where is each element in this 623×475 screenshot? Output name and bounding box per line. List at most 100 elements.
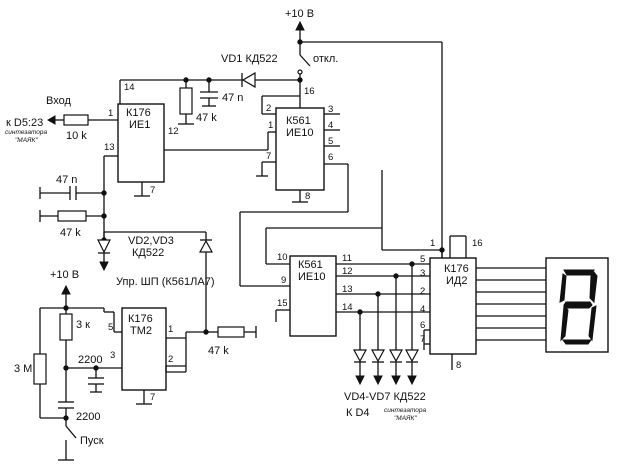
resistor-47k-left: [57, 210, 87, 222]
svg-text:11: 11: [342, 253, 352, 264]
svg-text:10: 10: [277, 252, 288, 263]
diodes-vd2-vd3: VD2,VD3 КД522 Упр. ШП (К561ЛА7): [97, 231, 214, 332]
svg-text:1: 1: [430, 238, 435, 249]
svg-text:7: 7: [420, 334, 425, 345]
svg-text:К D4: К D4: [346, 407, 370, 419]
pin16-ie10a-wire: 16: [299, 80, 315, 108]
svg-text:ИЕ1: ИЕ1: [129, 119, 150, 131]
svg-text:ИЕ10: ИЕ10: [286, 127, 313, 139]
ie1-pin13-network: 47 n 47 k: [39, 155, 118, 240]
svg-text:К176: К176: [444, 263, 469, 275]
svg-text:2200: 2200: [76, 411, 100, 423]
diodes-vd4-vd7: VD4-VD7 КД522 К D4 синтезатора "МАЯК": [344, 261, 427, 422]
svg-text:9: 9: [281, 275, 286, 286]
switch-label: откл.: [313, 53, 338, 65]
svg-text:3: 3: [328, 104, 333, 115]
svg-text:К176: К176: [128, 313, 153, 325]
svg-text:VD2,VD3: VD2,VD3: [128, 235, 174, 247]
svg-text:КД522: КД522: [132, 247, 164, 259]
svg-text:1: 1: [168, 324, 173, 335]
svg-text:12: 12: [168, 126, 179, 137]
resistor-47k-bot: [217, 326, 245, 338]
svg-text:ИЕ10: ИЕ10: [298, 271, 325, 283]
svg-text:Вход: Вход: [46, 95, 71, 107]
ie1-power-filter: 47 k 47 n 14: [119, 77, 243, 125]
resistor-47k-top: [179, 87, 193, 115]
ie10a-to-ie10b: [239, 164, 349, 287]
svg-text:13: 13: [342, 284, 353, 295]
svg-text:VD4-VD7 КД522: VD4-VD7 КД522: [344, 391, 426, 403]
svg-text:47 n: 47 n: [222, 92, 243, 104]
resistor-3m: [33, 353, 47, 385]
svg-text:4: 4: [420, 304, 425, 315]
supply-to-id2: [300, 41, 443, 258]
svg-text:К176: К176: [126, 107, 151, 119]
svg-text:синтезатора: синтезатора: [384, 407, 427, 414]
svg-text:"МАЯК": "МАЯК": [15, 137, 38, 144]
svg-text:47 k: 47 k: [196, 112, 217, 124]
svg-text:К561: К561: [298, 259, 323, 271]
start-switch: 2200 Пуск: [58, 400, 104, 461]
top-supply: +10 В: [285, 8, 314, 45]
svg-text:2: 2: [420, 286, 425, 297]
svg-text:47 n: 47 n: [56, 174, 77, 186]
svg-text:7: 7: [150, 185, 155, 196]
svg-text:К561: К561: [286, 115, 311, 127]
diode-vd1: [241, 71, 256, 89]
svg-text:синтезатора: синтезатора: [5, 129, 48, 136]
svg-text:"МАЯК": "МАЯК": [394, 415, 417, 422]
left-supply: +10 В 3 М 3 к: [14, 269, 122, 419]
resistor-10k: [63, 114, 89, 126]
vd1-label: VD1 КД522: [221, 53, 278, 65]
svg-text:3 М: 3 М: [14, 363, 32, 375]
chip-k176id2: К176 ИД2 1 16 5 3 2 4 6 7 8: [381, 228, 546, 371]
svg-text:6: 6: [420, 320, 425, 331]
svg-text:14: 14: [342, 302, 353, 313]
supply-label-top: +10 В: [285, 8, 314, 20]
svg-text:8: 8: [456, 360, 461, 371]
svg-text:2: 2: [266, 103, 271, 114]
svg-text:Пуск: Пуск: [80, 435, 104, 447]
svg-text:13: 13: [104, 142, 115, 153]
svg-text:12: 12: [342, 266, 353, 277]
node-vd1: VD1 КД522: [186, 53, 303, 89]
svg-text:4: 4: [328, 120, 333, 131]
svg-text:6: 6: [328, 152, 333, 163]
svg-text:3: 3: [420, 268, 425, 279]
svg-text:к D5:23: к D5:23: [6, 117, 43, 129]
chip-k176ie1: К176 ИЕ1 1 13 12 7: [104, 103, 179, 197]
svg-text:16: 16: [304, 86, 315, 97]
svg-text:3 к: 3 к: [76, 319, 90, 331]
switch-off: откл.: [297, 44, 338, 80]
svg-text:10 k: 10 k: [66, 130, 87, 142]
svg-text:2200: 2200: [78, 354, 102, 366]
svg-text:7: 7: [150, 392, 155, 403]
chip-k561ie10-a: К561 ИЕ10 2 1 7 8 3 4 5 6: [256, 95, 348, 203]
svg-text:5: 5: [420, 254, 425, 265]
svg-text:47 k: 47 k: [208, 345, 229, 357]
svg-text:14: 14: [124, 82, 135, 93]
svg-text:3: 3: [110, 350, 115, 361]
svg-text:1: 1: [108, 108, 113, 119]
tm2-output: 47 k: [185, 326, 257, 357]
svg-text:5: 5: [328, 136, 333, 147]
svg-text:ИД2: ИД2: [446, 275, 467, 287]
seven-segment-display: [545, 257, 609, 353]
svg-text:2: 2: [168, 354, 173, 365]
svg-text:8: 8: [305, 191, 310, 202]
svg-text:7: 7: [266, 151, 271, 162]
chip-k176tm2: К176 ТМ2 5 3 1 2 7 2200: [63, 307, 187, 405]
svg-text:15: 15: [277, 298, 288, 309]
svg-text:+10 В: +10 В: [50, 269, 79, 281]
id2-pin1-to-ie10b: [265, 170, 383, 265]
chip-k561ie10-b: К561 ИЕ10 10 9 15 11 12 13 14: [275, 252, 430, 337]
svg-text:1: 1: [268, 120, 273, 131]
svg-text:47 k: 47 k: [60, 227, 81, 239]
input-circuit: Вход к D5:23 синтезатора "МАЯК" 10 k: [5, 95, 118, 144]
svg-text:16: 16: [472, 238, 483, 249]
ie1-to-ie10a: [164, 132, 269, 151]
svg-text:Упр. ШП (К561ЛА7): Упр. ШП (К561ЛА7): [116, 276, 214, 288]
resistor-3k: [59, 313, 73, 341]
svg-text:ТМ2: ТМ2: [130, 325, 152, 337]
